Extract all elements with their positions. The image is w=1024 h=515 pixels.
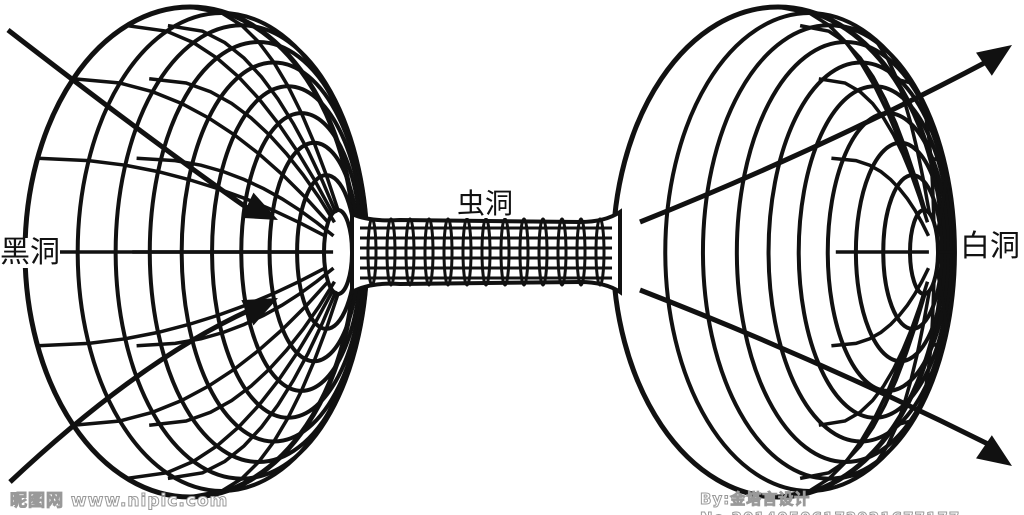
- label-black-hole: 黑洞: [0, 235, 60, 270]
- funnel-radial-line: [73, 77, 330, 224]
- funnel-radial-line: [799, 23, 928, 214]
- funnel-radial-line: [831, 156, 931, 237]
- tube-section: [423, 217, 435, 287]
- funnel-radial-line: [930, 267, 948, 348]
- funnel-radial-line: [831, 267, 931, 348]
- funnel-radial-line: [37, 266, 326, 348]
- funnel-radial-line: [149, 280, 336, 427]
- funnel-radial-line: [37, 156, 326, 238]
- funnel-radial-line: [126, 289, 335, 481]
- arrow-out-top-path: [639, 57, 992, 225]
- funnel-radial-line: [799, 290, 928, 481]
- funnel-radial-line: [840, 23, 932, 214]
- tube-section: [404, 217, 416, 287]
- arrow-in-top-head-icon: [241, 192, 278, 220]
- arrow-in-top-path: [6, 28, 252, 213]
- label-white-hole: 白洞: [960, 229, 1020, 264]
- arrow-out-bottom-path: [639, 287, 992, 448]
- funnel-radial-line: [73, 280, 330, 427]
- watermark-site: 昵图网 www.nipic.com: [9, 491, 229, 512]
- tube-section: [575, 217, 587, 287]
- funnel-radial-line: [189, 293, 340, 499]
- funnel-radial-line: [894, 281, 936, 427]
- funnel-radial-line: [126, 23, 335, 215]
- arrow-out-bottom-head-icon: [976, 435, 1012, 466]
- tube-section: [556, 217, 568, 287]
- watermark-id: By:金塔言设计 No.20140506172921677177: [700, 490, 960, 515]
- funnel-radial-line: [167, 290, 338, 481]
- tube-section: [366, 217, 378, 287]
- funnel-radial-line: [818, 281, 930, 427]
- label-wormhole: 虫洞: [457, 187, 514, 220]
- funnel-radial-line: [149, 77, 336, 224]
- funnel-radial-line: [777, 5, 926, 211]
- tube-section: [385, 217, 397, 287]
- tube-section: [518, 217, 530, 287]
- tube-section: [537, 217, 549, 287]
- funnel-radial-line: [167, 23, 338, 214]
- funnel-radial-line: [930, 156, 948, 237]
- tube-section: [461, 217, 473, 287]
- tube-section: [480, 217, 492, 287]
- wormhole-tube: [350, 208, 622, 296]
- funnel-radial-line: [894, 77, 936, 223]
- funnel-radial-line: [189, 5, 340, 211]
- arrow-in-bottom-path: [8, 307, 252, 484]
- tube-section: [594, 217, 606, 287]
- tube-section: [442, 217, 454, 287]
- tube-section: [499, 217, 511, 287]
- arrow-in-bottom-head-icon: [241, 298, 278, 326]
- arrow-out-top-head-icon: [976, 45, 1012, 76]
- funnel-radial-line: [840, 290, 932, 481]
